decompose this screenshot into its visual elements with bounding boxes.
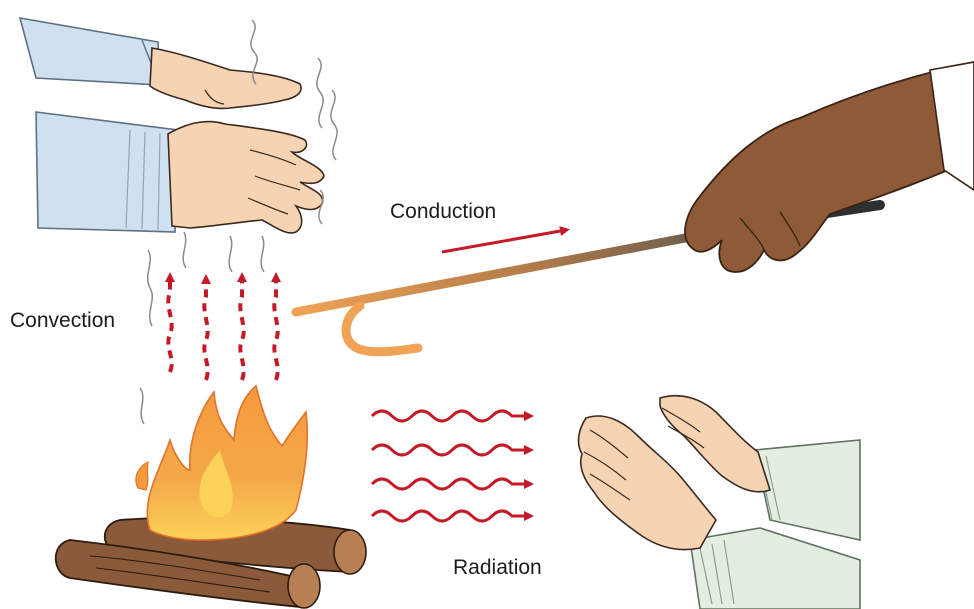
radiation-wave (372, 511, 530, 521)
radiation-wave (372, 479, 530, 489)
conduction-label: Conduction (390, 200, 496, 224)
fire-flames (147, 386, 307, 540)
campfire (56, 386, 366, 608)
upper-sleeve (20, 18, 160, 85)
convection-arrow (274, 276, 277, 380)
lower-hand (168, 122, 324, 233)
upper-hand (150, 48, 301, 109)
lower-sleeve (36, 112, 178, 232)
radiation-label: Radiation (453, 556, 542, 580)
poker-hook (346, 306, 418, 352)
gloved-hand (685, 62, 974, 272)
conduction-arrow (442, 230, 566, 252)
radiation-hands (579, 396, 860, 609)
glove (685, 70, 948, 272)
convection-arrow (240, 276, 243, 380)
convection-label: Convection (10, 309, 115, 333)
convection-hands (20, 18, 337, 233)
radiation-waves (372, 411, 530, 521)
radiation-wave (372, 411, 530, 421)
convection-arrow (168, 276, 171, 372)
radiation-wave (372, 445, 530, 455)
convection-arrow (204, 278, 207, 380)
